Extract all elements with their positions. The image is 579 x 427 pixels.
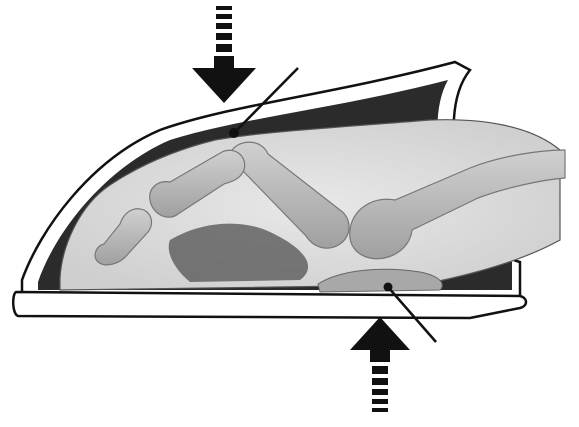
shoe-sole: [13, 292, 526, 318]
downward-pressure-arrow: [192, 6, 256, 103]
upward-pressure-arrow: [350, 317, 410, 412]
